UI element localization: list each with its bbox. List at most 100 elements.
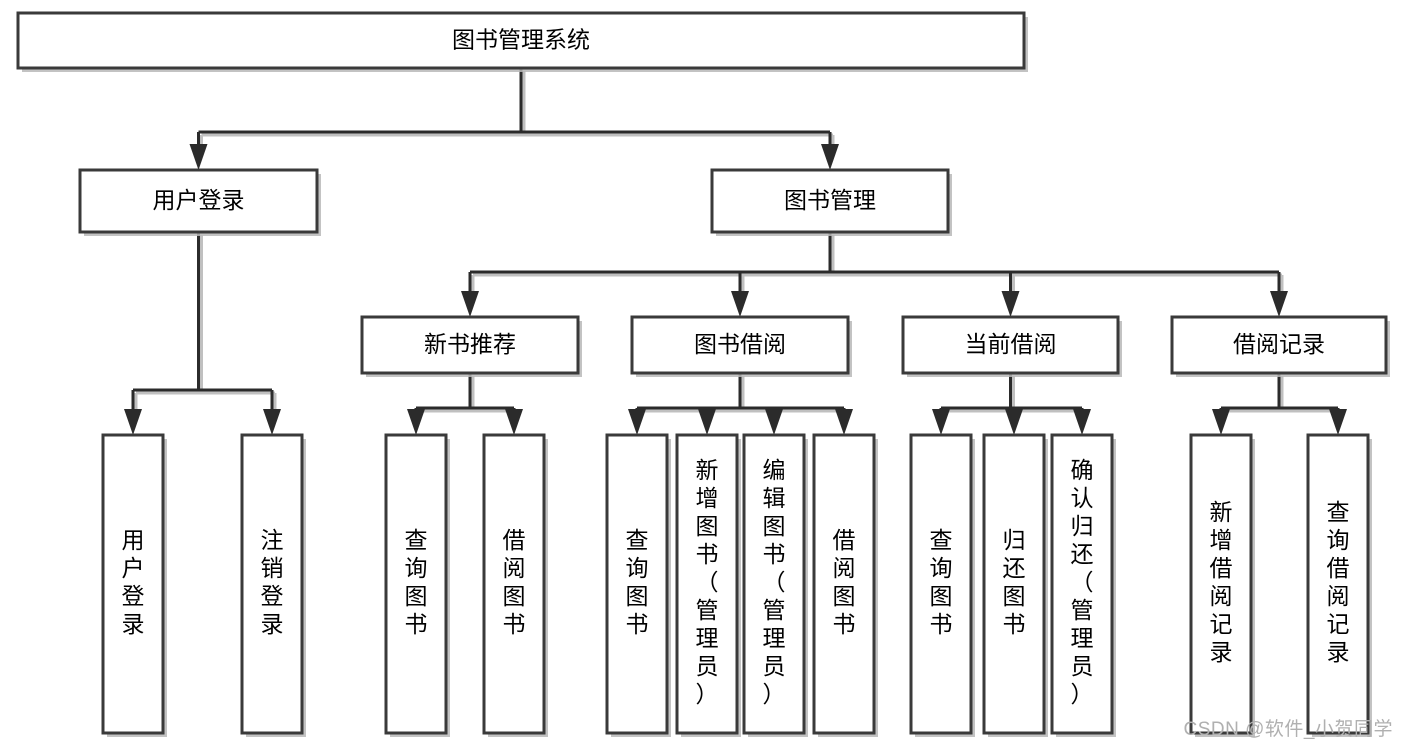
arrow-head-icon <box>835 409 853 435</box>
arrow-triangle <box>731 291 749 317</box>
arrow-triangle <box>932 409 950 435</box>
node-box[interactable] <box>1189 433 1253 735</box>
node-label: 借阅记录 <box>1233 331 1325 357</box>
node-box[interactable] <box>1170 315 1388 375</box>
node-box[interactable] <box>360 315 580 375</box>
node-label: 新增借阅记录 <box>1210 499 1233 665</box>
arrow-head-icon <box>821 144 839 170</box>
node-box[interactable] <box>482 433 546 735</box>
node-label: 图书管理 <box>784 187 876 213</box>
arrow-triangle <box>821 144 839 170</box>
node-leaf-borrow-book-1[interactable]: 借阅图书 <box>482 433 548 737</box>
node-label: 借阅图书 <box>833 527 856 637</box>
node-label: 查询借阅记录 <box>1327 499 1350 665</box>
arrow-triangle <box>1001 291 1020 317</box>
node-label: 编辑图书（管理员） <box>763 457 786 707</box>
arrow-head-icon <box>124 409 142 435</box>
arrow-head-icon <box>1329 409 1347 435</box>
arrow-head-icon <box>1073 409 1091 435</box>
node-box[interactable] <box>982 433 1046 735</box>
node-box[interactable] <box>812 433 876 735</box>
arrow-triangle <box>263 409 281 435</box>
arrow-triangle <box>1005 409 1023 435</box>
node-label: 归还图书 <box>1003 527 1026 637</box>
arrow-triangle <box>835 409 853 435</box>
node-box[interactable] <box>1306 433 1370 735</box>
arrow-head-icon <box>505 409 523 435</box>
arrow-triangle <box>505 409 523 435</box>
node-leaf-add-book[interactable]: 新增图书（管理员） <box>675 433 741 737</box>
node-root-图书管理系统[interactable]: 图书管理系统 <box>16 11 1028 72</box>
node-label: 新书推荐 <box>424 331 516 357</box>
node-box[interactable] <box>16 11 1026 70</box>
node-layer: 图书管理系统用户登录图书管理新书推荐图书借阅当前借阅借阅记录用户登录注销登录查询… <box>16 11 1390 737</box>
node-box[interactable] <box>78 168 319 234</box>
node-leaf-edit-book[interactable]: 编辑图书（管理员） <box>742 433 808 737</box>
node-box[interactable] <box>675 433 739 735</box>
node-label: 用户登录 <box>122 527 145 637</box>
node-label: 借阅图书 <box>503 527 526 637</box>
arrow-triangle <box>124 409 142 435</box>
node-label: 用户登录 <box>153 187 245 213</box>
node-leaf-user-login[interactable]: 用户登录 <box>101 433 167 737</box>
arrow-triangle <box>628 409 646 435</box>
arrow-head-icon <box>932 409 950 435</box>
arrow-triangle <box>698 409 716 435</box>
node-leaf-query-book-1[interactable]: 查询图书 <box>384 433 450 737</box>
node-box[interactable] <box>384 433 448 735</box>
node-box[interactable] <box>1050 433 1114 735</box>
arrow-triangle <box>1270 291 1288 317</box>
arrow-head-icon <box>628 409 646 435</box>
arrow-head-icon <box>698 409 716 435</box>
node-leaf-query-book-2[interactable]: 查询图书 <box>605 433 671 737</box>
node-box[interactable] <box>240 433 304 735</box>
node-leaf-add-record[interactable]: 新增借阅记录 <box>1189 433 1255 737</box>
node-box[interactable] <box>710 168 950 234</box>
node-book-borrow[interactable]: 图书借阅 <box>630 315 852 377</box>
node-box[interactable] <box>901 315 1120 375</box>
arrow-triangle <box>765 409 783 435</box>
arrow-head-icon <box>1270 291 1288 317</box>
node-label: 注销登录 <box>261 527 284 637</box>
node-box[interactable] <box>605 433 669 735</box>
node-label: 查询图书 <box>930 527 953 637</box>
arrow-head-icon <box>189 144 208 170</box>
node-leaf-query-book-3[interactable]: 查询图书 <box>909 433 975 737</box>
arrow-triangle <box>461 291 479 317</box>
node-current-borrow[interactable]: 当前借阅 <box>901 315 1122 377</box>
arrow-triangle <box>189 144 208 170</box>
arrow-head-icon <box>765 409 783 435</box>
node-label: 确认归还（管理员） <box>1071 457 1094 707</box>
node-user-login[interactable]: 用户登录 <box>78 168 321 236</box>
arrow-triangle <box>1073 409 1091 435</box>
node-leaf-confirm-return[interactable]: 确认归还（管理员） <box>1050 433 1116 737</box>
arrow-triangle <box>1329 409 1347 435</box>
node-box[interactable] <box>742 433 806 735</box>
node-label: 当前借阅 <box>965 331 1057 357</box>
arrow-head-icon <box>1212 409 1230 435</box>
node-box[interactable] <box>909 433 973 735</box>
node-box[interactable] <box>630 315 850 375</box>
node-label: 图书管理系统 <box>452 27 590 53</box>
arrow-triangle <box>1212 409 1230 435</box>
arrow-head-icon <box>1005 409 1023 435</box>
node-leaf-borrow-book-2[interactable]: 借阅图书 <box>812 433 878 737</box>
arrow-head-icon <box>263 409 281 435</box>
node-label: 图书借阅 <box>694 331 786 357</box>
connector-layer <box>124 68 1347 435</box>
node-new-book-recommend[interactable]: 新书推荐 <box>360 315 582 377</box>
node-book-manage[interactable]: 图书管理 <box>710 168 952 236</box>
node-label: 查询图书 <box>626 527 649 637</box>
node-leaf-return-book[interactable]: 归还图书 <box>982 433 1048 737</box>
node-label: 查询图书 <box>405 527 428 637</box>
node-box[interactable] <box>101 433 165 735</box>
arrow-head-icon <box>731 291 749 317</box>
node-borrow-record[interactable]: 借阅记录 <box>1170 315 1390 377</box>
node-label: 新增图书（管理员） <box>696 457 719 707</box>
node-leaf-logout[interactable]: 注销登录 <box>240 433 306 737</box>
node-leaf-query-record[interactable]: 查询借阅记录 <box>1306 433 1372 737</box>
arrow-head-icon <box>407 409 425 435</box>
arrow-head-icon <box>461 291 479 317</box>
